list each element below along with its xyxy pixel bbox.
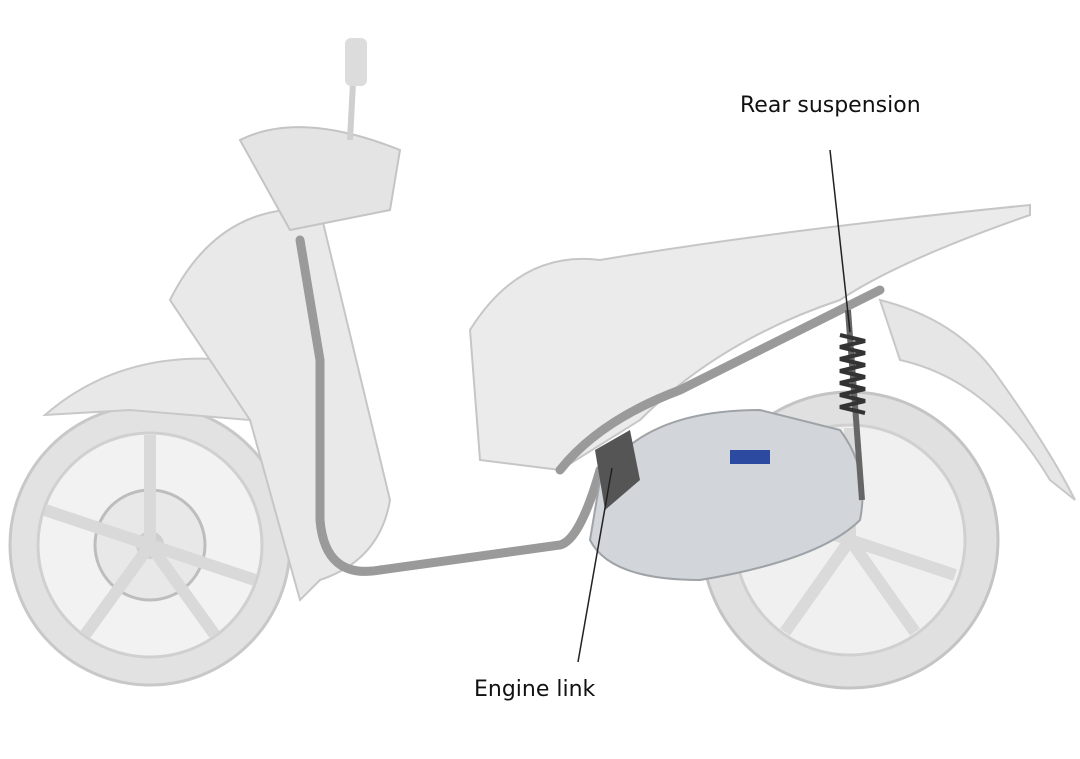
engine-link-leader-line bbox=[577, 467, 613, 663]
engine-link-bracket bbox=[595, 430, 640, 510]
rear-suspension-leader-line bbox=[829, 149, 851, 333]
mirror bbox=[345, 38, 367, 86]
engine-link-label: Engine link bbox=[474, 677, 596, 702]
engine-unit bbox=[588, 408, 864, 582]
handlebar-cover bbox=[238, 126, 402, 232]
rear-body bbox=[468, 203, 1031, 472]
rear-suspension-label: Rear suspension bbox=[740, 93, 921, 118]
rear-fender bbox=[878, 298, 1076, 501]
engine-badge bbox=[730, 450, 770, 464]
rear-shock bbox=[839, 309, 866, 501]
shock-spring bbox=[839, 333, 866, 415]
front-wheel bbox=[8, 403, 292, 687]
frame bbox=[295, 235, 885, 576]
body-panels bbox=[42, 38, 1076, 602]
